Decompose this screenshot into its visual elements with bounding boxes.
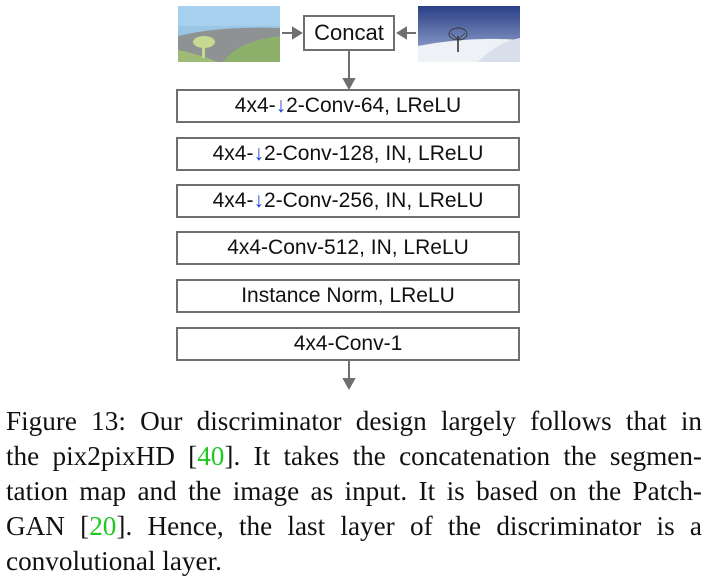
arrowhead-output: [342, 378, 356, 391]
figure-caption: Figure 13: Our discriminator design larg…: [6, 404, 702, 579]
segmentation-map-image: [178, 6, 280, 62]
downsample-arrow-icon: ↓: [275, 94, 287, 117]
caption-text: ]. Hence, the last layer of the discrimi…: [116, 511, 702, 541]
caption-text: ]. It takes the concatenation the segmen…: [224, 441, 702, 471]
layer-conv1: 4x4-Conv-1: [176, 327, 520, 361]
layer-conv256: 4x4-↓2-Conv-256, IN, LReLU: [176, 184, 520, 218]
layer-text-pre: 4x4-: [212, 142, 254, 165]
caption-text: the pix2pixHD [: [6, 441, 198, 471]
citation-link[interactable]: 40: [197, 441, 225, 471]
arrowhead-right-to-concat: [396, 26, 407, 40]
layer-text-post: 2-Conv-128, IN, LReLU: [263, 142, 484, 165]
caption-line: convolutional layer.: [6, 546, 222, 576]
discriminator-diagram: Concat 4x4-↓2-Conv-64, LReLU 4x4-↓2-Conv…: [176, 6, 520, 391]
layer-conv512: 4x4-Conv-512, IN, LReLU: [176, 231, 520, 265]
caption-line: tation map and the image as input. It is…: [6, 476, 702, 506]
photo-image: [418, 6, 520, 62]
layer-text: Instance Norm, LReLU: [241, 284, 455, 307]
caption-line: GAN [20]. Hence, the last layer of the d…: [6, 509, 702, 544]
caption-line: the pix2pixHD [40]. It takes the concate…: [6, 439, 702, 474]
downsample-arrow-icon: ↓: [253, 142, 264, 165]
layer-text: 4x4-Conv-512, IN, LReLU: [227, 236, 469, 259]
citation-link[interactable]: 20: [89, 511, 117, 541]
layer-text-post: 2-Conv-64, LReLU: [286, 94, 462, 117]
diagram-arrows: [282, 26, 416, 391]
caption-text: GAN [: [6, 511, 90, 541]
layer-text-pre: 4x4-: [234, 94, 276, 117]
arrowhead-concat-to-layers: [342, 78, 356, 91]
layer-instance-norm: Instance Norm, LReLU: [176, 279, 520, 313]
layer-text: 4x4-Conv-1: [293, 332, 403, 355]
concat-box: Concat: [303, 15, 395, 51]
concat-label: Concat: [314, 20, 384, 45]
layer-conv128: 4x4-↓2-Conv-128, IN, LReLU: [176, 137, 520, 171]
caption-line: Figure 13: Our discriminator design larg…: [6, 406, 702, 436]
layer-text-post: 2-Conv-256, IN, LReLU: [263, 189, 484, 212]
layer-text-pre: 4x4-: [212, 189, 254, 212]
downsample-arrow-icon: ↓: [253, 189, 264, 212]
arrowhead-left-to-concat: [292, 26, 303, 40]
layer-conv64: 4x4-↓2-Conv-64, LReLU: [176, 89, 520, 123]
